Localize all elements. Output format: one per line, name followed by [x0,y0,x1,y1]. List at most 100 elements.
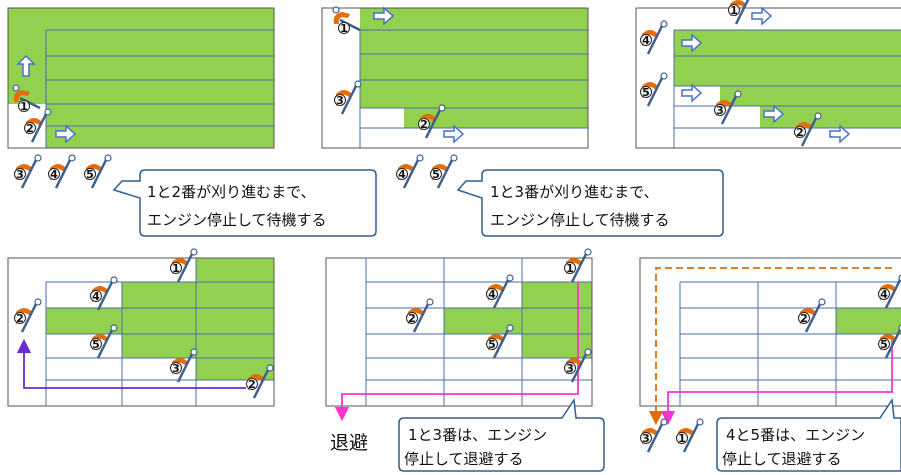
right-block-arrow-icon [763,104,785,124]
callout-text: エンジン停止して待機する [147,211,327,229]
brush-cutter-icon: 2 [246,364,274,399]
number-badge [48,168,60,180]
number-badge [90,338,102,350]
mower-number: 1 [730,4,738,17]
brush-cutter-icon: 4 [396,154,424,189]
grass-area [196,258,274,282]
brush-cutter-icon: 3 [640,418,668,453]
mower-number: 5 [880,338,888,351]
right-block-arrow-icon [681,33,703,53]
number-badge [878,338,890,350]
evacuation-path-magenta [660,340,893,426]
grass-area [674,30,901,86]
brush-cutter-icon: 5 [430,154,458,189]
callout-step-2: 1と3番が刈り進むまで、 エンジン停止して待機する [456,169,724,237]
right-block-arrow-icon [373,6,395,26]
number-badge [564,262,576,274]
number-badge [24,122,36,134]
brush-cutter-icon: 2 [418,104,446,139]
right-block-arrow-icon [751,6,773,26]
panel-step-3 [635,6,901,149]
number-badge [90,290,102,302]
mower-number: 1 [340,22,348,35]
number-badge [406,312,418,324]
mower-number: 2 [800,312,808,325]
number-badge [564,362,576,374]
brush-cutter-icon: 4 [48,154,76,189]
number-badge [334,94,346,106]
callout-step-6: 4と5番は、エンジン 停止して退避する [716,397,901,472]
mower-number: 2 [796,126,804,139]
brush-cutter-icon: 1 [728,0,750,25]
number-badge [486,338,498,350]
brush-cutter-icon: 2 [794,112,822,147]
mower-number: 3 [716,104,724,117]
number-badge [170,362,182,374]
brush-cutter-icon: 3 [564,348,592,383]
callout-text: エンジン停止して待機する [490,211,670,229]
right-block-arrow-icon [443,124,465,144]
number-badge [84,168,96,180]
evacuate-label: 退避 [330,432,368,454]
callout-step-5: 1と3番は、エンジン 停止して退避する [398,397,605,472]
number-badge [246,378,258,390]
number-badge [798,312,810,324]
mower-number: 5 [86,168,94,181]
number-badge [396,168,408,180]
number-badge [170,262,182,274]
number-badge [640,34,652,46]
brush-cutter-icon: 5 [640,72,668,107]
brush-cutter-icon: 4 [486,274,514,309]
evacuation-path-arrow [334,282,579,422]
number-badge [640,86,652,98]
brush-cutter-icon: 4 [878,274,901,309]
number-badge [14,312,26,324]
mower-number: 1 [20,100,28,113]
number-badge [418,118,430,130]
mower-number: 3 [336,94,344,107]
brush-cutter-icon: 5 [90,324,118,359]
brush-cutter-icon: 2 [14,298,42,333]
brush-cutter-icon: 5 [84,154,112,189]
number-badge [338,22,350,34]
brush-cutter-icon: 3 [714,90,742,125]
mower-number: 4 [488,288,496,301]
right-block-arrow-icon [55,124,77,144]
return-path-arrow [16,338,246,389]
callout-text: 停止して退避する [722,450,842,468]
brush-cutter-icon: 3 [170,348,198,383]
right-block-arrow-icon [829,124,851,144]
panel-step-1 [7,7,275,149]
number-badge [728,4,740,16]
brush-cutter-icon: 2 [24,108,52,143]
brush-cutter-icon: 1 [12,84,41,113]
mower-number: 1 [172,262,180,275]
mower-number: 5 [642,86,650,99]
number-badge [794,126,806,138]
mower-number: 1 [566,262,574,275]
grass-area [8,8,274,148]
mower-number: 4 [92,290,100,303]
right-block-arrow-icon [681,83,703,103]
brush-cutter-icon: 2 [406,298,434,333]
callout-text: 1と3番が刈り進むまで、 [490,183,659,201]
brush-cutter-icon: 5 [486,324,514,359]
mower-number: 2 [16,312,24,325]
grass-area [522,282,592,308]
number-badge [676,432,688,444]
number-badge [486,288,498,300]
mower-number: 3 [172,362,180,375]
mower-number: 4 [642,34,650,47]
mower-number: 2 [420,118,428,131]
mower-number: 3 [16,168,24,181]
mower-number: 2 [408,312,416,325]
brush-cutter-icon: 1 [170,248,198,283]
number-badge [714,104,726,116]
mower-number: 4 [50,168,58,181]
mower-number: 5 [92,338,100,351]
brush-cutter-icon: 1 [564,248,592,283]
mower-number: 3 [566,362,574,375]
panel-step-4 [7,257,275,407]
brush-cutter-icon: 2 [798,298,826,333]
evacuation-path-orange [648,267,892,426]
